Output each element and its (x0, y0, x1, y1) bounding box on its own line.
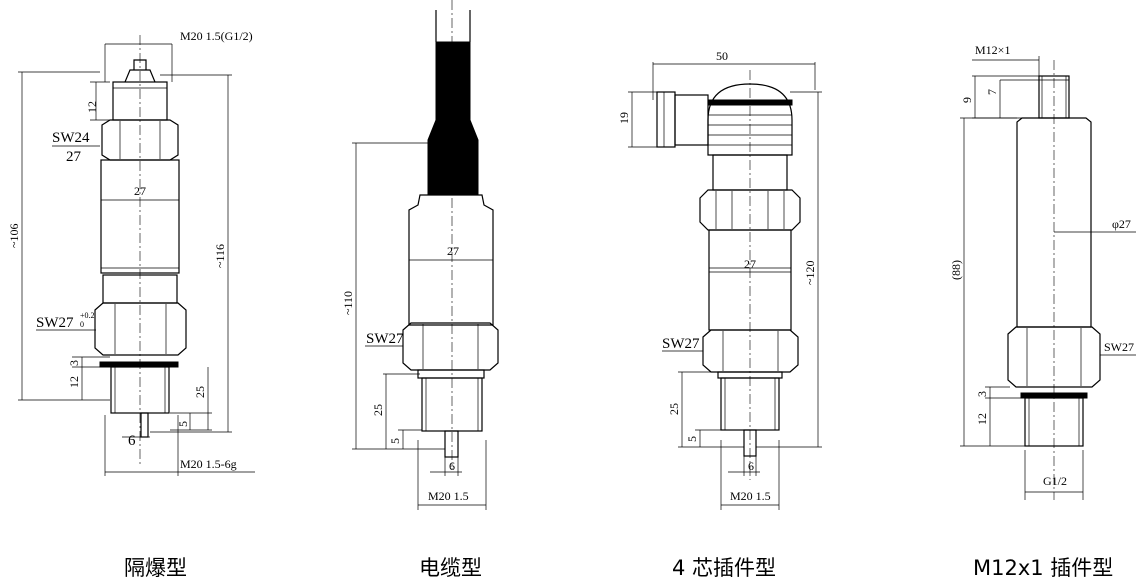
caption-4pin-connector: 4 芯插件型 (672, 556, 776, 580)
length-106-label: ~106 (7, 224, 21, 249)
sw27-label: SW27 (366, 331, 404, 347)
width-6-label: 6 (128, 433, 136, 449)
drawing-explosion-proof: M20 1.5(G1/2) 12 SW24 27 27 ~106 ~116 SW… (7, 29, 255, 580)
width-6-label: 6 (449, 459, 455, 473)
length-110-label: ~110 (341, 291, 355, 315)
height-19-label: 19 (617, 112, 631, 124)
sw27-label: SW27 (36, 315, 74, 331)
diameter-27-label: 27 (744, 257, 756, 271)
height-5-label: 5 (685, 436, 699, 442)
height-3-label: 3 (67, 360, 81, 366)
thread-top-label: M12×1 (975, 43, 1010, 57)
height-5-label: 5 (176, 421, 190, 427)
width-50-label: 50 (716, 49, 728, 63)
thread-label: M20 1.5 (428, 489, 469, 503)
sw27-label: SW27 (1104, 340, 1134, 354)
length-120-label: ~120 (803, 261, 817, 286)
height-12-label: 12 (975, 413, 989, 425)
diameter-27-label: 27 (134, 184, 146, 198)
caption-m12-connector: M12x1 插件型 (973, 556, 1113, 580)
height-5-label: 5 (388, 438, 402, 444)
drawing-cable: 27 ~110 SW27 25 5 6 M20 1.5 电缆型 (341, 0, 499, 580)
sw24-sub-label: 27 (66, 149, 82, 165)
width-6-label: 6 (748, 459, 754, 473)
sw27-label: SW27 (662, 336, 700, 352)
height-9-label: 9 (960, 97, 974, 103)
height-3-label: 3 (975, 391, 989, 397)
height-25-label: 25 (193, 386, 207, 398)
thread-top-label: M20 1.5(G1/2) (180, 29, 253, 43)
length-88-label: (88) (949, 260, 963, 280)
diameter-27-label: 27 (447, 244, 459, 258)
diameter-27-label: φ27 (1112, 217, 1131, 231)
thread-label: G1/2 (1043, 474, 1067, 488)
sw27-tolerance-label: +0.2 (80, 311, 95, 320)
height-25-label: 25 (667, 403, 681, 415)
sw24-label: SW24 (52, 130, 90, 146)
height-7-label: 7 (985, 89, 999, 95)
thread-bottom-label: M20 1.5-6g (180, 457, 237, 471)
length-116-label: ~116 (213, 244, 227, 268)
caption-cable: 电缆型 (419, 556, 482, 580)
height-12b-label: 12 (67, 376, 81, 388)
height-25-label: 25 (371, 404, 385, 416)
height-12-label: 12 (85, 101, 99, 113)
sw27-tolerance-zero-label: 0 (80, 320, 84, 329)
caption-explosion-proof: 隔爆型 (124, 556, 187, 580)
drawing-4pin-connector: 50 19 27 ~120 SW27 25 5 6 M20 1.5 4 芯插件型 (617, 49, 822, 580)
thread-label: M20 1.5 (730, 489, 771, 503)
drawing-m12-connector: M12×1 9 7 (88) φ27 SW27 3 12 G1/2 M12x1 … (949, 43, 1136, 580)
